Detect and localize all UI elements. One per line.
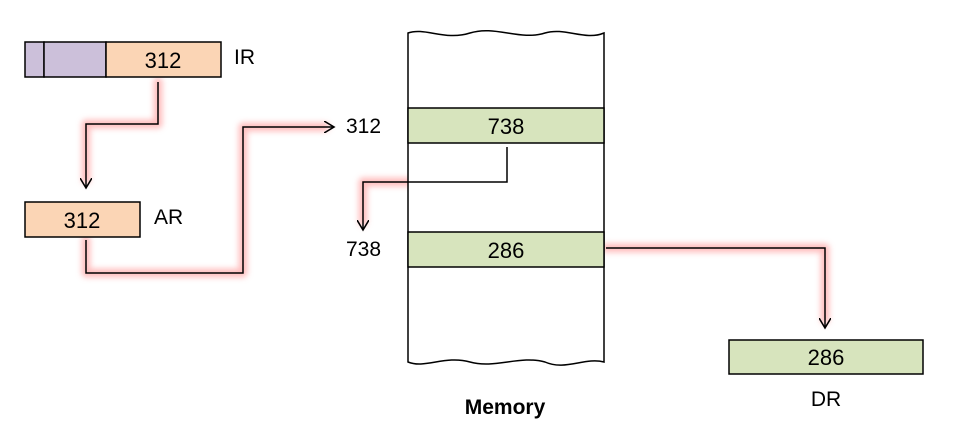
arrows <box>86 82 825 328</box>
arrow-ir-to-ar <box>86 82 159 188</box>
memory-address-2: 738 <box>346 238 381 261</box>
ar-value: 312 <box>64 208 101 233</box>
memory-cell-1-box <box>407 107 605 144</box>
memory-title: Memory <box>465 396 546 419</box>
memory-cell-2-value: 286 <box>488 238 525 263</box>
memory-address-1: 312 <box>346 115 381 138</box>
memory-cell-1: 738 <box>407 107 605 144</box>
ir-address-cell <box>105 41 222 78</box>
dr-value: 286 <box>808 345 845 370</box>
glow-ir-to-ar <box>81 77 163 185</box>
memory-cell-1-value: 738 <box>488 114 525 139</box>
glow-cell-to-dr <box>601 243 830 325</box>
dr-register: 286 DR <box>728 339 924 411</box>
memory-block: 738 286 312 738 Memory <box>346 29 605 419</box>
ir-register: 312 IR <box>24 41 255 78</box>
ir-opcode-cell-1 <box>24 41 45 78</box>
ar-box <box>24 201 141 238</box>
ar-register: 312 AR <box>24 201 183 238</box>
arrow-ar-to-memory <box>85 127 334 274</box>
arrow-cell-to-dr <box>606 247 825 328</box>
memory-outline <box>407 29 605 366</box>
ar-label: AR <box>154 206 183 229</box>
dr-box <box>728 339 924 375</box>
ir-opcode-cell-2 <box>43 41 107 78</box>
ir-label: IR <box>234 46 255 69</box>
ir-value: 312 <box>145 48 182 73</box>
glow-ar-to-memory <box>81 122 330 278</box>
memory-cell-2-box <box>407 231 605 268</box>
memory-cell-2: 286 <box>407 231 605 268</box>
arrow-cell-to-address <box>363 147 508 230</box>
dr-label: DR <box>811 388 841 411</box>
